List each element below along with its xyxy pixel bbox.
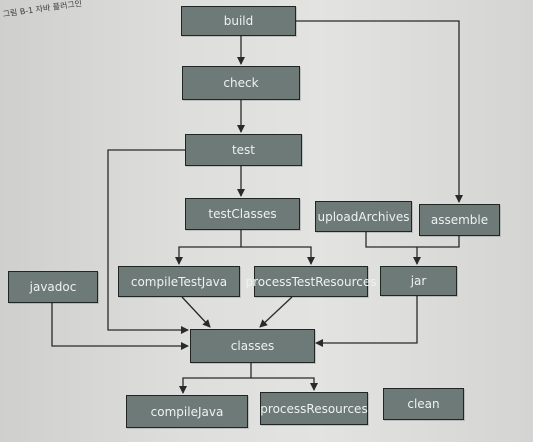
- node-uploadarchives: uploadArchives: [315, 201, 412, 232]
- node-build: build: [181, 6, 296, 36]
- node-assemble: assemble: [419, 204, 500, 236]
- node-testclasses: testClasses: [185, 198, 300, 230]
- edge-testclasses-processtestresources: [241, 246, 315, 265]
- edge-jar-classes: [315, 296, 418, 347]
- edge-compiletestjava-classes: [181, 296, 211, 328]
- node-jar: jar: [380, 266, 457, 296]
- edge-classes-compilejava: [179, 363, 252, 394]
- edge-testclasses-branch: [175, 230, 242, 265]
- node-test: test: [185, 134, 302, 166]
- edge-build-assemble: [296, 20, 463, 203]
- edge-assemble-jar: [417, 236, 460, 248]
- edge-uploadarchives-jar: [365, 232, 421, 265]
- node-compiletestjava: compileTestJava: [118, 266, 240, 297]
- edge-processtestresources-classes: [259, 296, 293, 328]
- node-processresources: processResources: [260, 392, 368, 425]
- node-compilejava: compileJava: [126, 395, 248, 428]
- edge-classes-processresources: [251, 377, 318, 391]
- node-clean: clean: [383, 388, 464, 420]
- edge-test-classes: [107, 149, 189, 334]
- edge-javadoc-classes: [51, 303, 189, 350]
- node-check: check: [182, 66, 300, 100]
- node-processtestresources: processTestResources: [245, 266, 377, 297]
- node-classes: classes: [190, 329, 315, 363]
- node-javadoc: javadoc: [8, 271, 98, 303]
